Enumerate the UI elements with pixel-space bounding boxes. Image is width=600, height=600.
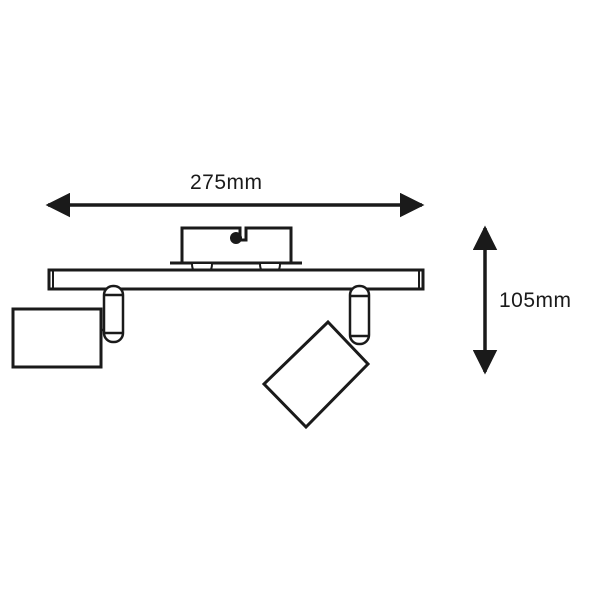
height-label: 105mm <box>499 289 572 312</box>
right-spot-head <box>261 284 371 430</box>
width-label: 275mm <box>190 171 263 194</box>
screw-icon <box>230 232 242 244</box>
canopy <box>170 226 302 276</box>
rail <box>47 268 425 291</box>
left-spot-head <box>11 284 125 369</box>
